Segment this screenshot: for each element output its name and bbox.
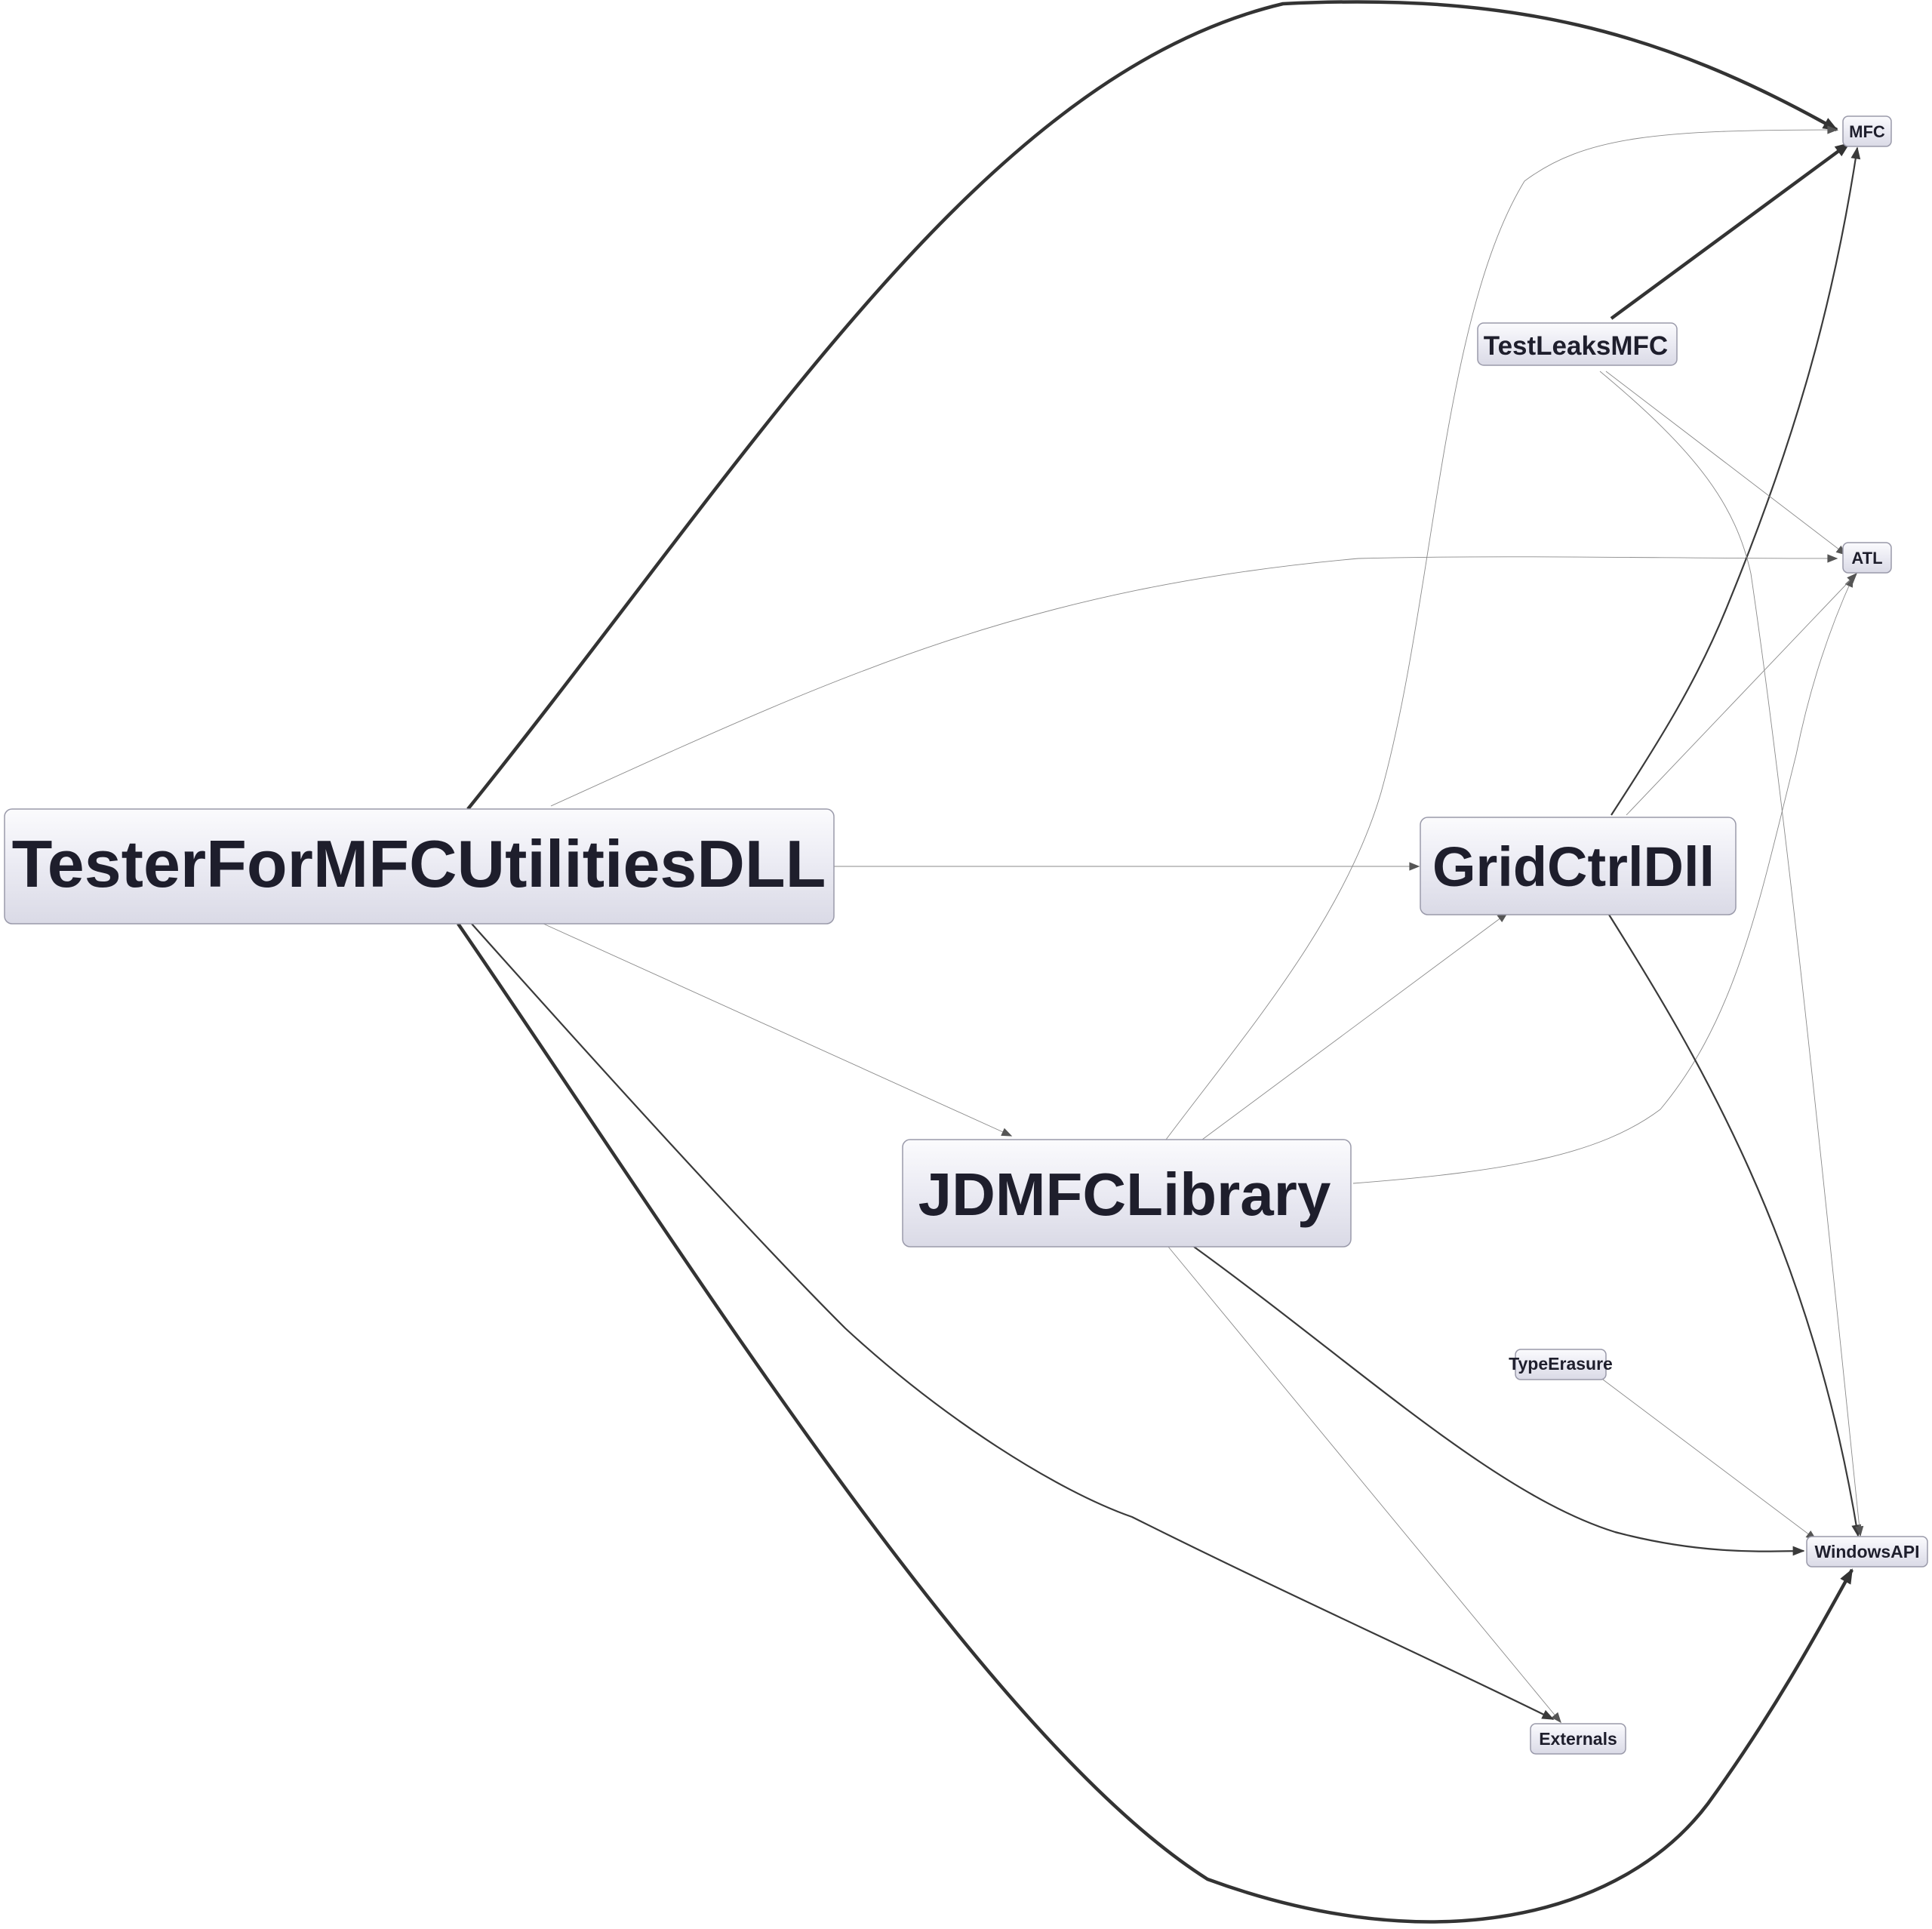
node-testleaks-label: TestLeaksMFC xyxy=(1484,331,1668,361)
node-windowsapi[interactable]: WindowsAPI xyxy=(1806,1536,1928,1568)
node-typeerasure[interactable]: TypeErasure xyxy=(1509,1349,1613,1380)
edge-gridctrl-windowsapi xyxy=(1608,914,1862,1537)
edge-typeerasure-windowsapi xyxy=(1602,1379,1817,1540)
edge-tester-externals xyxy=(471,923,1555,1720)
edge-gridctrl-mfc xyxy=(1611,146,1861,816)
node-atl-label: ATL xyxy=(1851,549,1882,568)
edge-jdmfc-externals xyxy=(1168,1246,1561,1724)
edges xyxy=(457,0,1864,1924)
nodes: TesterForMFCUtilitiesDLL JDMFCLibrary Gr… xyxy=(4,115,1928,1755)
node-gridctrl[interactable]: GridCtrlDll xyxy=(1420,817,1737,915)
node-typeerasure-label: TypeErasure xyxy=(1509,1354,1613,1374)
edge-jdmfc-windowsapi xyxy=(1193,1246,1805,1556)
edge-tester-jdmfc xyxy=(543,923,1013,1137)
node-jdmfc[interactable]: JDMFCLibrary xyxy=(902,1139,1352,1248)
node-jdmfc-label: JDMFCLibrary xyxy=(918,1161,1331,1228)
node-mfc[interactable]: MFC xyxy=(1842,115,1892,147)
edge-testleaks-mfc xyxy=(1610,142,1850,320)
edge-tester-atl xyxy=(550,554,1838,807)
edge-tester-mfc xyxy=(466,0,1838,811)
node-tester-label: TesterForMFCUtilitiesDLL xyxy=(12,826,826,901)
edge-tester-windowsapi xyxy=(457,922,1854,1924)
edge-jdmfc-atl xyxy=(1352,576,1854,1184)
edge-testleaks-windowsapi xyxy=(1599,371,1864,1537)
edge-jdmfc-gridctrl xyxy=(1201,912,1509,1140)
node-atl[interactable]: ATL xyxy=(1842,542,1892,574)
edge-testleaks-atl xyxy=(1605,371,1847,555)
node-tester[interactable]: TesterForMFCUtilitiesDLL xyxy=(4,808,835,925)
node-externals[interactable]: Externals xyxy=(1530,1723,1626,1755)
node-gridctrl-label: GridCtrlDll xyxy=(1432,835,1715,898)
node-mfc-label: MFC xyxy=(1849,122,1885,141)
node-windowsapi-label: WindowsAPI xyxy=(1814,1542,1919,1561)
edge-jdmfc-mfc xyxy=(1165,125,1838,1140)
node-testleaks[interactable]: TestLeaksMFC xyxy=(1477,322,1678,366)
edge-gridctrl-atl xyxy=(1626,572,1857,816)
node-externals-label: Externals xyxy=(1539,1729,1617,1749)
